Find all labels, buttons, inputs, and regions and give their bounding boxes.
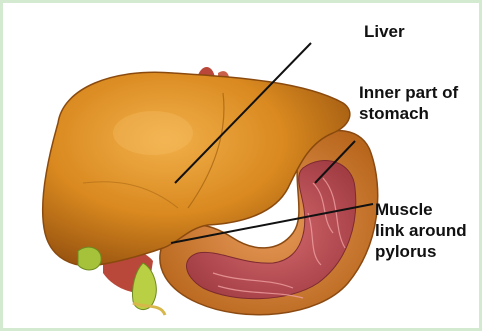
label-muscle-pylorus: Muscle link around pylorus bbox=[375, 199, 467, 262]
label-liver: Liver bbox=[364, 21, 405, 42]
liver-highlight bbox=[113, 111, 193, 155]
label-inner-stomach: Inner part of stomach bbox=[359, 82, 458, 124]
liver-stomach-illustration bbox=[3, 3, 482, 334]
